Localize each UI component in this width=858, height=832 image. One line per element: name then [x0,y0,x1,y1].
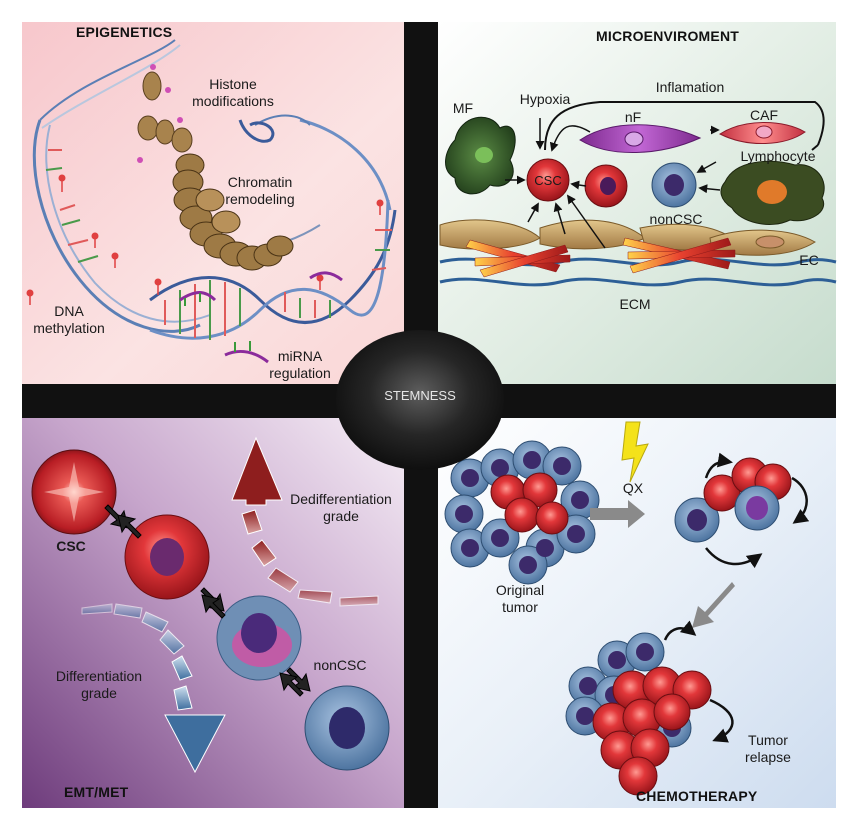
stemness-hub [336,330,504,470]
relapse-curved-arrows [663,620,734,743]
emt-transition-arrows [104,504,311,697]
regrowth-curved-arrows [704,452,810,569]
lymphocyte-label: Lymphocyte [740,148,816,164]
methylation-markers [26,174,384,305]
treatment-arrow [590,500,645,528]
micro-arrows [505,118,721,249]
caf-label: CAF [750,107,778,123]
stemness-label: STEMNESS [384,388,456,403]
inflamation-label: Inflamation [655,79,725,95]
emt-met-title: EMT/MET [64,784,129,800]
chemotherapy-title: CHEMOTHERAPY [636,788,758,804]
original-tumor-label: Original tumor [495,582,545,615]
chromatin-fiber [172,153,294,271]
tumor-relapse-label: Tumor relapse [745,732,791,765]
ecm-label: ECM [619,296,651,312]
macrophage-nucleus [475,147,493,163]
dedifferentiation-arrow [231,436,379,607]
ec-label: EC [799,252,819,268]
epigenetics-title: EPIGENETICS [76,24,173,40]
dedifferentiation-grade-label: Dedifferentiation grade [290,491,392,524]
emt-noncsc-label: nonCSC [313,657,367,673]
mirna-regulation-label: miRNA regulation [269,348,331,381]
relapse-tumor-cluster [565,632,712,796]
microenvironment-title: MICROENVIROMENT [596,28,739,44]
relapse-arrow [692,582,735,628]
dna-helix [32,39,397,340]
nf-label: nF [624,109,642,125]
micro-csc-cell [526,158,570,202]
micro-noncsc-label: nonCSC [649,211,703,227]
chromatin-remodeling-label: Chromatin remodeling [225,174,295,207]
dna-methylation-label: DNA methylation [33,303,105,336]
qx-label: QX [622,480,644,496]
surviving-cells-cluster [674,457,792,543]
emt-csc-label: CSC [56,538,86,554]
differentiation-grade-label: Differentiation grade [55,668,143,701]
mirna-strands [179,271,343,364]
differentiation-arrow [81,603,226,774]
micro-csc-label: CSC [534,173,562,188]
histone-beads [137,64,193,163]
mf-label: MF [452,100,474,116]
collagen-bundles [465,237,736,278]
original-tumor-cluster [444,440,600,585]
lightning-bolt [621,421,649,483]
histone-modifications-label: Histone modifications [192,76,274,109]
inflamation-loop [544,101,825,151]
lymphocyte-nucleus [757,180,787,204]
hypoxia-label: Hypoxia [519,91,571,107]
